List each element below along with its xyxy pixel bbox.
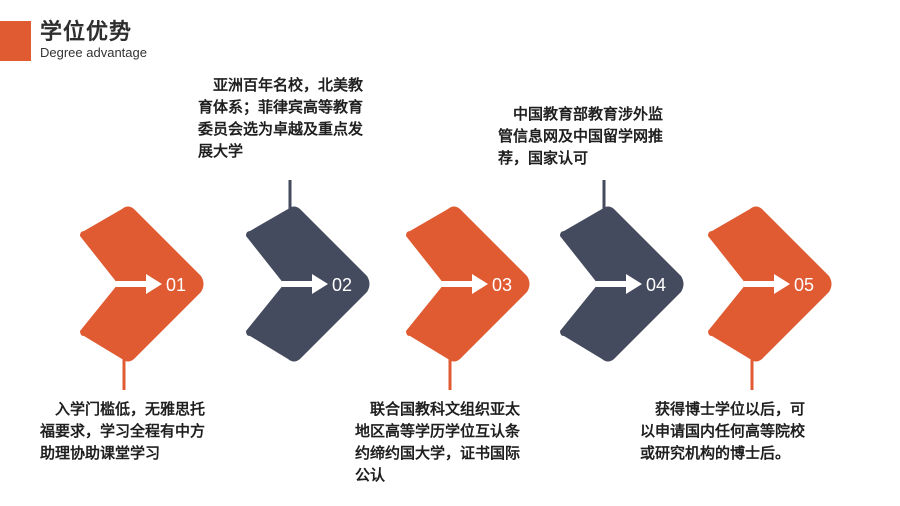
arrow-right-icon: [744, 274, 790, 294]
arrow-right-icon: [596, 274, 642, 294]
step-number: 03: [492, 275, 512, 295]
arrow-right-icon: [116, 274, 162, 294]
step-1-description: 入学门槛低，无雅思托 福要求，学习全程有中方 助理协助课堂学习: [40, 400, 206, 462]
chevron-step-4: 04: [560, 180, 684, 362]
step-2-description: 亚洲百年名校，北美教 育体系；菲律宾高等教育 委员会选为卓越及重点发 展大学: [198, 76, 364, 160]
step-number: 04: [646, 275, 666, 295]
step-3-description: 联合国教科文组织亚太 地区高等学历学位互认条 约缔约国大学，证书国际 公认: [355, 400, 521, 484]
step-number: 01: [166, 275, 186, 295]
step-4-description: 中国教育部教育涉外监 管信息网及中国留学网推 荐，国家认可: [498, 105, 664, 167]
chevron-step-3: 03: [406, 206, 530, 390]
arrow-right-icon: [442, 274, 488, 294]
accent-bar: [0, 21, 31, 61]
page-subtitle: Degree advantage: [40, 45, 147, 60]
chevron-step-1: 01: [80, 206, 204, 390]
chevron-step-2: 02: [246, 180, 370, 362]
step-5-description: 获得博士学位以后，可 以申请国内任何高等院校 或研究机构的博士后。: [640, 400, 806, 462]
step-number: 05: [794, 275, 814, 295]
step-number: 02: [332, 275, 352, 295]
chevron-step-5: 05: [708, 206, 832, 390]
arrow-right-icon: [282, 274, 328, 294]
page-title: 学位优势: [40, 20, 133, 45]
